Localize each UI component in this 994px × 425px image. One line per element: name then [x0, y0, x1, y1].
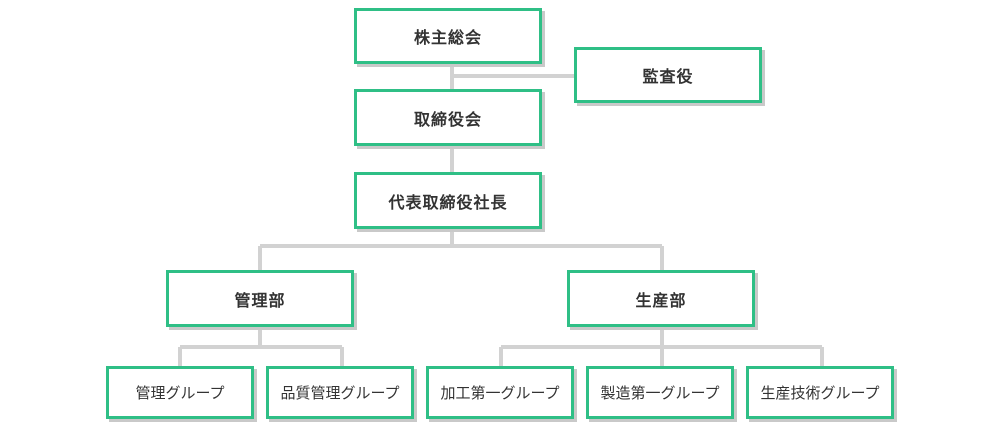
manufacturing-group-label: 製造第一グループ	[600, 384, 720, 402]
board-of-directors-box: 取締役会	[354, 89, 542, 146]
technology-group-label: 生産技術グループ	[760, 384, 880, 402]
quality-group-label: 品質管理グループ	[280, 384, 400, 402]
quality-group-box: 品質管理グループ	[266, 366, 414, 419]
admin-group-label: 管理グループ	[135, 384, 225, 402]
admin-group-box: 管理グループ	[106, 366, 254, 419]
board-of-directors-label: 取締役会	[413, 109, 482, 129]
president-label: 代表取締役社長	[388, 192, 508, 212]
technology-group-box: 生産技術グループ	[746, 366, 894, 419]
admin-dept-box: 管理部	[166, 270, 354, 327]
shareholders-meeting-label: 株主総会	[413, 28, 482, 47]
manufacturing-group-box: 製造第一グループ	[586, 366, 734, 419]
production-dept-box: 生産部	[567, 270, 755, 327]
auditor-label: 監査役	[642, 67, 694, 86]
president-box: 代表取締役社長	[354, 172, 542, 229]
processing-group-label: 加工第一グループ	[440, 384, 560, 402]
admin-dept-label: 管理部	[234, 290, 286, 310]
production-dept-label: 生産部	[635, 290, 687, 310]
shareholders-meeting-box: 株主総会	[354, 8, 542, 64]
auditor-box: 監査役	[574, 47, 762, 103]
processing-group-box: 加工第一グループ	[426, 366, 574, 419]
